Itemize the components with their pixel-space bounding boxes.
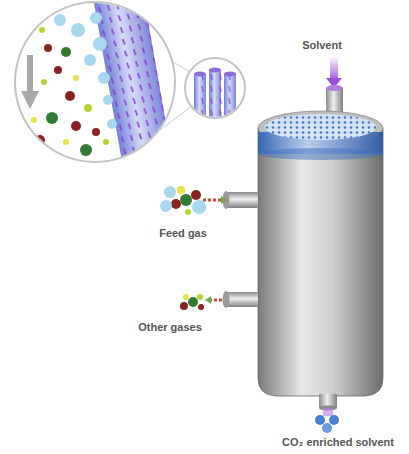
gas-molecules-part [84,104,92,112]
gas-molecules-part [93,37,107,51]
fiber-bundle-detail-part-part [209,68,221,73]
gas-molecules-part [44,44,52,52]
solvent-outlet-part [323,408,333,416]
feed-gas-inlet-part [192,200,206,214]
gas-molecules-part [71,23,85,37]
text-label: Solvent [302,38,342,52]
gas-molecules-part [98,72,110,84]
solvent-outlet-part [315,415,325,425]
text-label: CO₂ enriched solvent [282,435,394,449]
solvent-inlet-part [330,58,338,80]
vessel-part [258,128,383,396]
gas-molecules-part [63,139,69,145]
gas-molecules [31,12,117,156]
feed-gas-inlet [160,186,258,215]
feed-gas-inlet-part [171,199,181,209]
other-gases-outlet-part [183,294,189,300]
zoom-callout [15,0,192,192]
feed-gas-inlet-part [177,186,185,194]
gas-molecules-part [54,66,62,74]
gas-molecules-part [90,12,102,24]
zoom-callout-part-part [91,0,177,192]
zoom-callout-part [30,0,177,192]
gas-molecules-part [71,121,81,131]
fiber-bundle-detail-part-part [194,74,236,124]
solvent-inlet-part [326,85,343,91]
gas-molecules-part [54,14,66,26]
fiber-bundle-detail [185,58,245,124]
text-label: Feed gas [159,226,207,240]
gas-molecules-part [39,27,45,33]
feed-gas-inlet-part [226,192,258,208]
gas-molecules-part [65,91,75,101]
feed-gas-inlet-part [164,186,176,198]
feed-gas-inlet-part [203,199,222,202]
vessel-part [265,114,377,140]
gas-molecules-part [80,144,92,156]
gas-molecules-part [103,139,109,145]
solvent-outlet-part [329,415,339,425]
zoom-callout-part-part-part [91,0,177,192]
other-gases-outlet [180,291,258,310]
other-gases-outlet-part [205,296,211,304]
vessel [258,111,383,396]
other-gases-outlet-part [223,291,230,308]
feed-gas-inlet-part [185,209,191,215]
zoom-callout-part-part-part [91,0,177,192]
solvent-outlet [315,394,339,433]
other-gases-outlet-part [197,294,203,300]
solvent-outlet-part [322,423,332,433]
other-gases-outlet-part [210,299,222,302]
gas-molecules-part [31,117,37,123]
vessel-part [258,148,383,160]
vessel-part [265,114,377,140]
zoom-callout-part-part [27,55,33,100]
gas-molecules-part [84,54,96,66]
feed-gas-inlet-part [180,194,192,206]
gas-molecules-part [35,135,45,145]
gas-molecules-part [107,119,117,129]
gas-molecules-part [92,128,100,136]
gas-molecules-part [103,95,113,105]
gas-molecules-part [46,112,58,124]
feed-gas-inlet-part [221,196,227,204]
gas-molecules-part [41,79,47,85]
gas-molecules-part [73,75,79,81]
fiber-bundle-detail-part [194,68,236,125]
gas-molecules-part [61,47,71,57]
other-gases-outlet-part [188,297,198,307]
other-gases-outlet-part [180,302,188,310]
feed-gas-inlet-part [160,200,172,212]
other-gases-outlet-part [226,292,258,307]
other-gases-outlet-part [198,304,204,310]
text-label: Other gases [138,320,202,334]
feed-gas-inlet-part [191,190,201,200]
